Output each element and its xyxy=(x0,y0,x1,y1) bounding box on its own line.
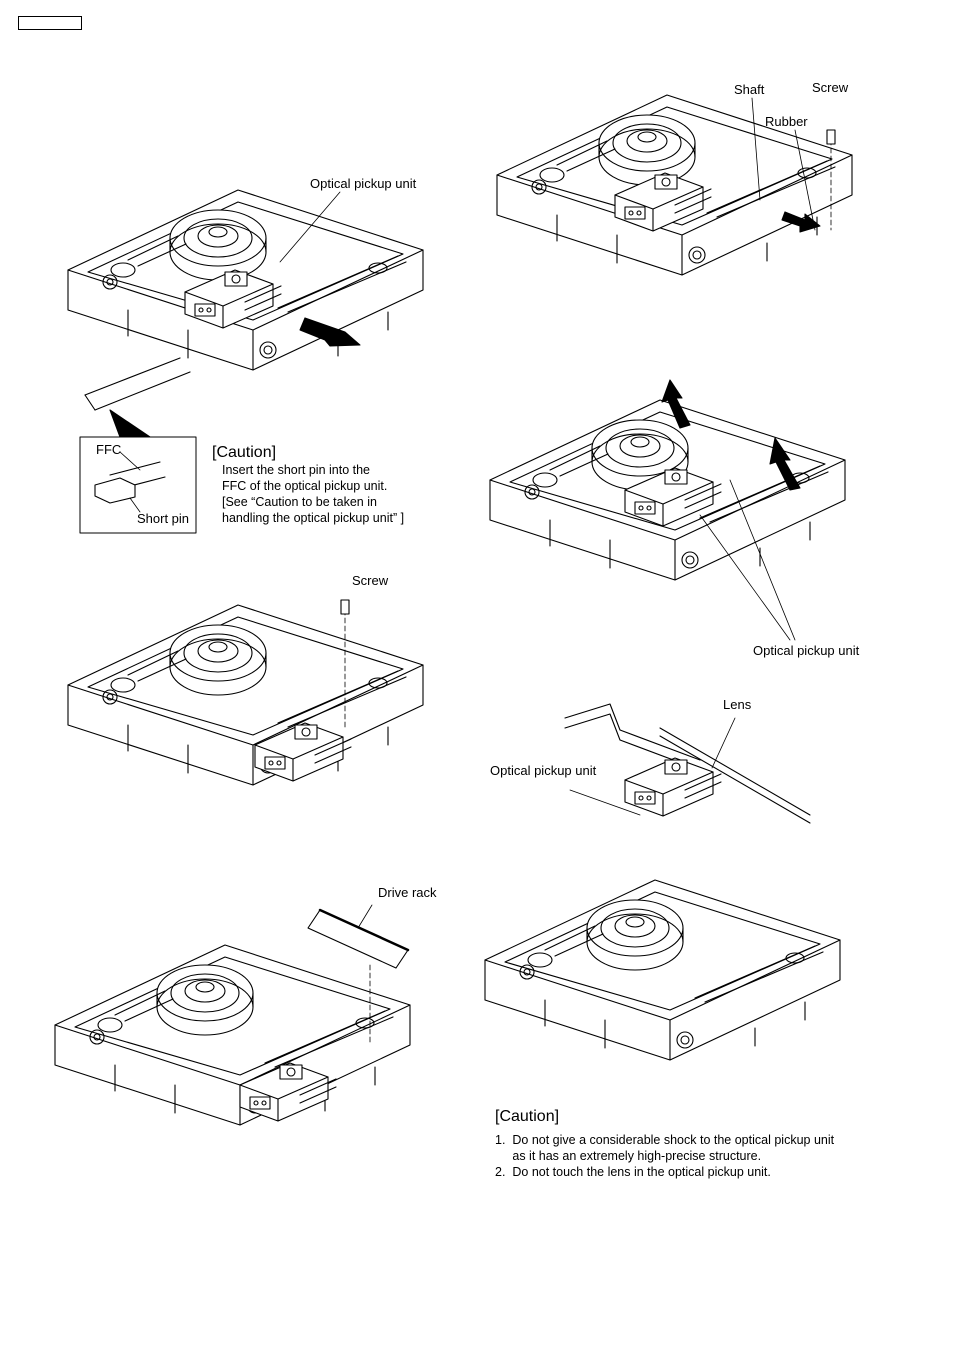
label-short-pin: Short pin xyxy=(137,511,190,526)
label-optical-pickup-unit: Optical pickup unit xyxy=(310,176,417,191)
label-rubber: Rubber xyxy=(765,114,808,129)
label-shaft: Shaft xyxy=(734,82,765,97)
label-optical-pickup-unit: Optical pickup unit xyxy=(753,643,860,658)
label-screw: Screw xyxy=(812,80,849,95)
label-lens: Lens xyxy=(723,697,752,712)
page-header-box xyxy=(18,16,82,30)
caution-1-line: FFC of the optical pickup unit. xyxy=(222,479,388,493)
label-optical-pickup-unit: Optical pickup unit xyxy=(490,763,597,778)
caution-2-title: [Caution] xyxy=(495,1108,560,1125)
label-drive-rack: Drive rack xyxy=(378,885,437,900)
caution-1-line: [See “Caution to be taken in xyxy=(222,495,377,509)
label-screw: Screw xyxy=(352,573,389,588)
caution-2-line: as it has an extremely high-precise stru… xyxy=(495,1149,762,1163)
caution-1-line: handling the optical pickup unit” ] xyxy=(222,511,405,525)
caution-1-title: [Caution] xyxy=(212,444,277,461)
label-ffc: FFC xyxy=(96,442,122,457)
caution-2-line: 2. Do not touch the lens in the optical … xyxy=(495,1165,771,1179)
caution-1-line: Insert the short pin into the xyxy=(222,463,371,477)
caution-2-line: 1. Do not give a considerable shock to t… xyxy=(495,1133,835,1147)
